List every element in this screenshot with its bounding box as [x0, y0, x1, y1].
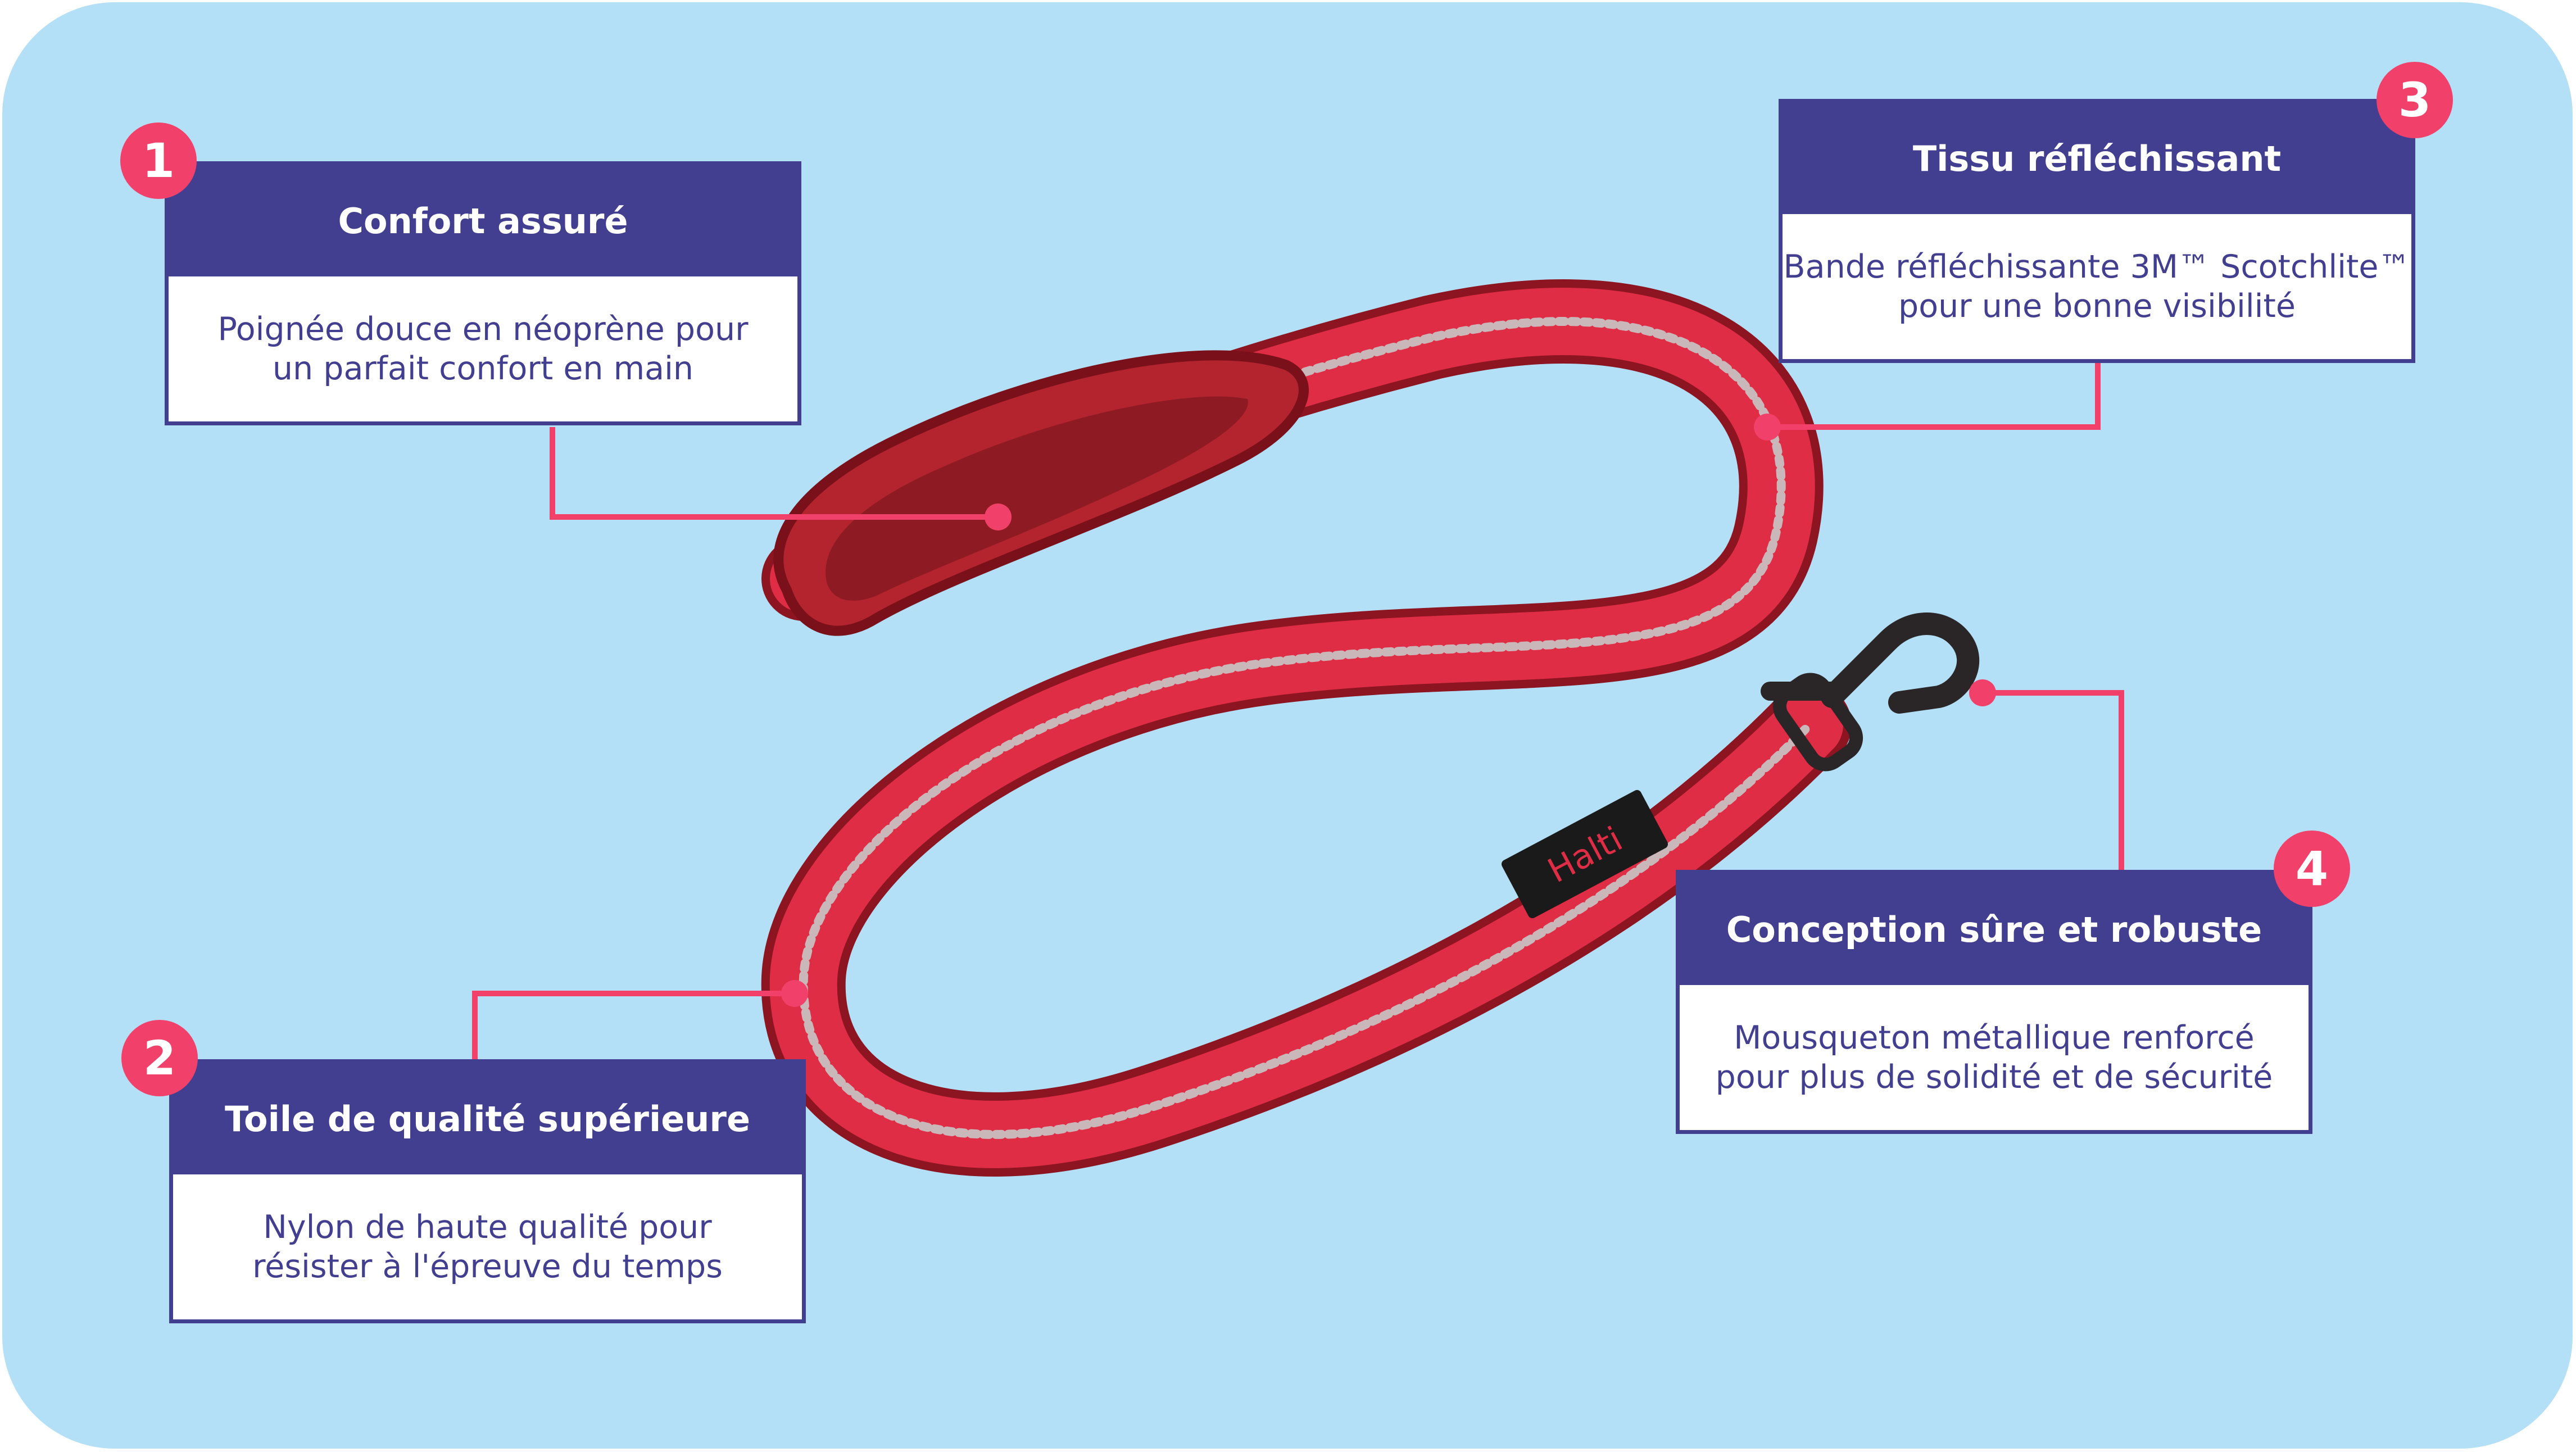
- connector-2-dot: [781, 980, 808, 1007]
- feature-title-text: Conception sûre et robuste: [1726, 909, 2262, 950]
- feature-description-line: résister à l'épreuve du temps: [252, 1248, 723, 1285]
- connector-3-dot: [1754, 414, 1781, 441]
- feature-title-text: Tissu réfléchissant: [1912, 138, 2282, 179]
- feature-card-safety: Conception sûre et robuste Mousqueton mé…: [1676, 870, 2312, 1134]
- feature-description-line: pour une bonne visibilité: [1898, 288, 2296, 325]
- feature-description-line: un parfait confort en main: [272, 350, 694, 387]
- feature-description-line: Nylon de haute qualité pour: [263, 1209, 712, 1246]
- feature-card-description: Nylon de haute qualité pour résister à l…: [173, 1174, 802, 1319]
- feature-card-reflective: Tissu réfléchissant Bande réfléchissante…: [1779, 99, 2415, 363]
- leash: Halti: [761, 279, 1980, 1177]
- feature-number-badge: 3: [2377, 62, 2453, 138]
- feature-card-title: Tissu réfléchissant: [1783, 103, 2411, 214]
- badge-number: 1: [142, 133, 175, 188]
- feature-card-comfort: Confort assuré Poignée douce en néoprène…: [165, 161, 801, 425]
- connector-1: [550, 427, 998, 520]
- feature-description-line: pour plus de solidité et de sécurité: [1715, 1059, 2273, 1096]
- feature-title-text: Confort assuré: [338, 200, 628, 242]
- connector-4: [1983, 690, 2124, 870]
- callout-connectors: [472, 362, 2124, 1059]
- feature-description-line: Mousqueton métallique renforcé: [1734, 1019, 2255, 1056]
- reflective-stripe: [799, 317, 1814, 1139]
- feature-card-title: Confort assuré: [169, 165, 797, 276]
- feature-number-badge: 2: [121, 1020, 198, 1096]
- badge-number: 4: [2295, 841, 2329, 896]
- feature-description-line: Bande réfléchissante 3M™ Scotchlite™: [1783, 248, 2411, 285]
- feature-card-quality: Toile de qualité supérieure Nylon de hau…: [169, 1059, 806, 1323]
- feature-description-line: Poignée douce en néoprène pour: [217, 311, 749, 348]
- feature-card-description: Poignée douce en néoprène pour un parfai…: [169, 276, 797, 421]
- feature-title-text: Toile de qualité supérieure: [224, 1098, 751, 1140]
- feature-number-badge: 1: [120, 122, 197, 199]
- neoprene-handle-inner: [826, 396, 1248, 601]
- badge-number: 3: [2398, 72, 2432, 128]
- connector-1-dot: [985, 503, 1012, 530]
- feature-number-badge: 4: [2274, 831, 2350, 907]
- connector-2: [472, 991, 795, 1059]
- feature-card-title: Toile de qualité supérieure: [173, 1063, 802, 1174]
- connector-4-dot: [1969, 679, 1996, 706]
- badge-number: 2: [143, 1031, 176, 1086]
- metal-snap-hook: [1761, 612, 1980, 772]
- connector-3: [1767, 362, 2101, 430]
- feature-card-description: Bande réfléchissante 3M™ Scotchlite™ pou…: [1783, 214, 2411, 359]
- feature-card-description: Mousqueton métallique renforcé pour plus…: [1680, 985, 2309, 1130]
- feature-card-title: Conception sûre et robuste: [1680, 874, 2309, 985]
